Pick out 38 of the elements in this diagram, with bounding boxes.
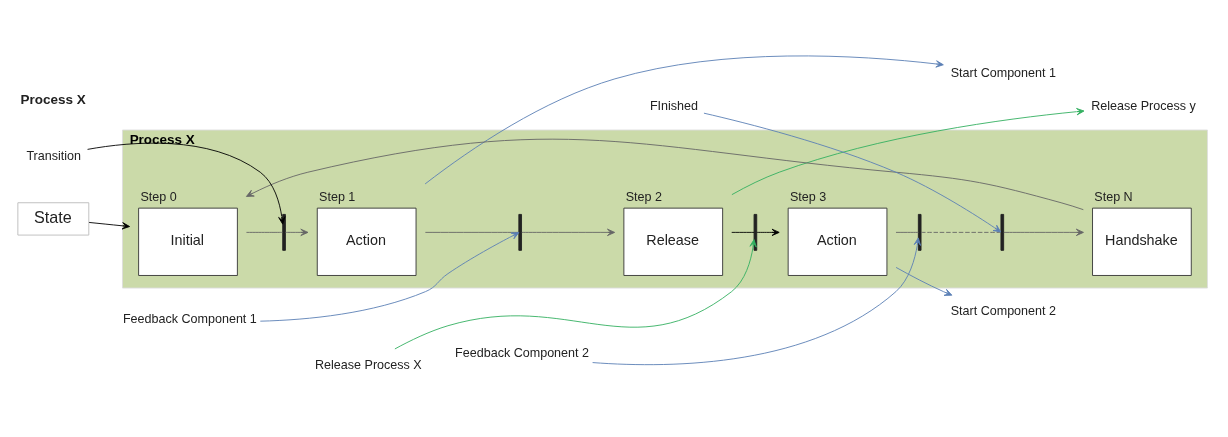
- arrow: [1003, 228, 1084, 237]
- connector: [920, 231, 1002, 233]
- node-label: Step 2: [625, 190, 662, 205]
- arrow: [424, 55, 944, 185]
- node-bar: [282, 213, 286, 251]
- node-label: Step 1: [319, 190, 356, 205]
- node-label: Step 0: [140, 190, 177, 205]
- node-box: State: [17, 202, 90, 236]
- label: Process X: [20, 92, 86, 108]
- node-bar: [917, 213, 922, 251]
- arrow: [756, 228, 780, 237]
- arrow: [731, 108, 1085, 196]
- node-text: Release Process y: [1091, 99, 1196, 114]
- arrow: [88, 222, 130, 230]
- arrow: [285, 228, 309, 237]
- arrow: [245, 138, 1084, 211]
- arrow: [703, 112, 1002, 233]
- arrow: [394, 239, 757, 350]
- node-label: Step N: [1094, 190, 1133, 205]
- arrow: [895, 266, 953, 296]
- node-text: Feedback Component 2: [455, 345, 590, 360]
- node-label: Step 3: [789, 190, 827, 205]
- arrow: [521, 228, 616, 237]
- node-text: Release Process X: [315, 357, 422, 372]
- arrow: [259, 232, 520, 322]
- connector: [246, 231, 283, 233]
- connector: [731, 231, 755, 233]
- node-text: Transition: [26, 149, 82, 164]
- node-bar: [518, 213, 522, 251]
- node-text: Start Component 1: [950, 65, 1056, 80]
- node-bar: [1000, 213, 1005, 251]
- arrow: [87, 142, 286, 225]
- node-text: FInished: [649, 99, 699, 114]
- node-bar: [753, 213, 758, 251]
- node-text: Start Component 2: [950, 303, 1056, 318]
- connector: [895, 231, 919, 233]
- arrow: [592, 237, 921, 366]
- node-text: Feedback Component 1: [122, 311, 257, 326]
